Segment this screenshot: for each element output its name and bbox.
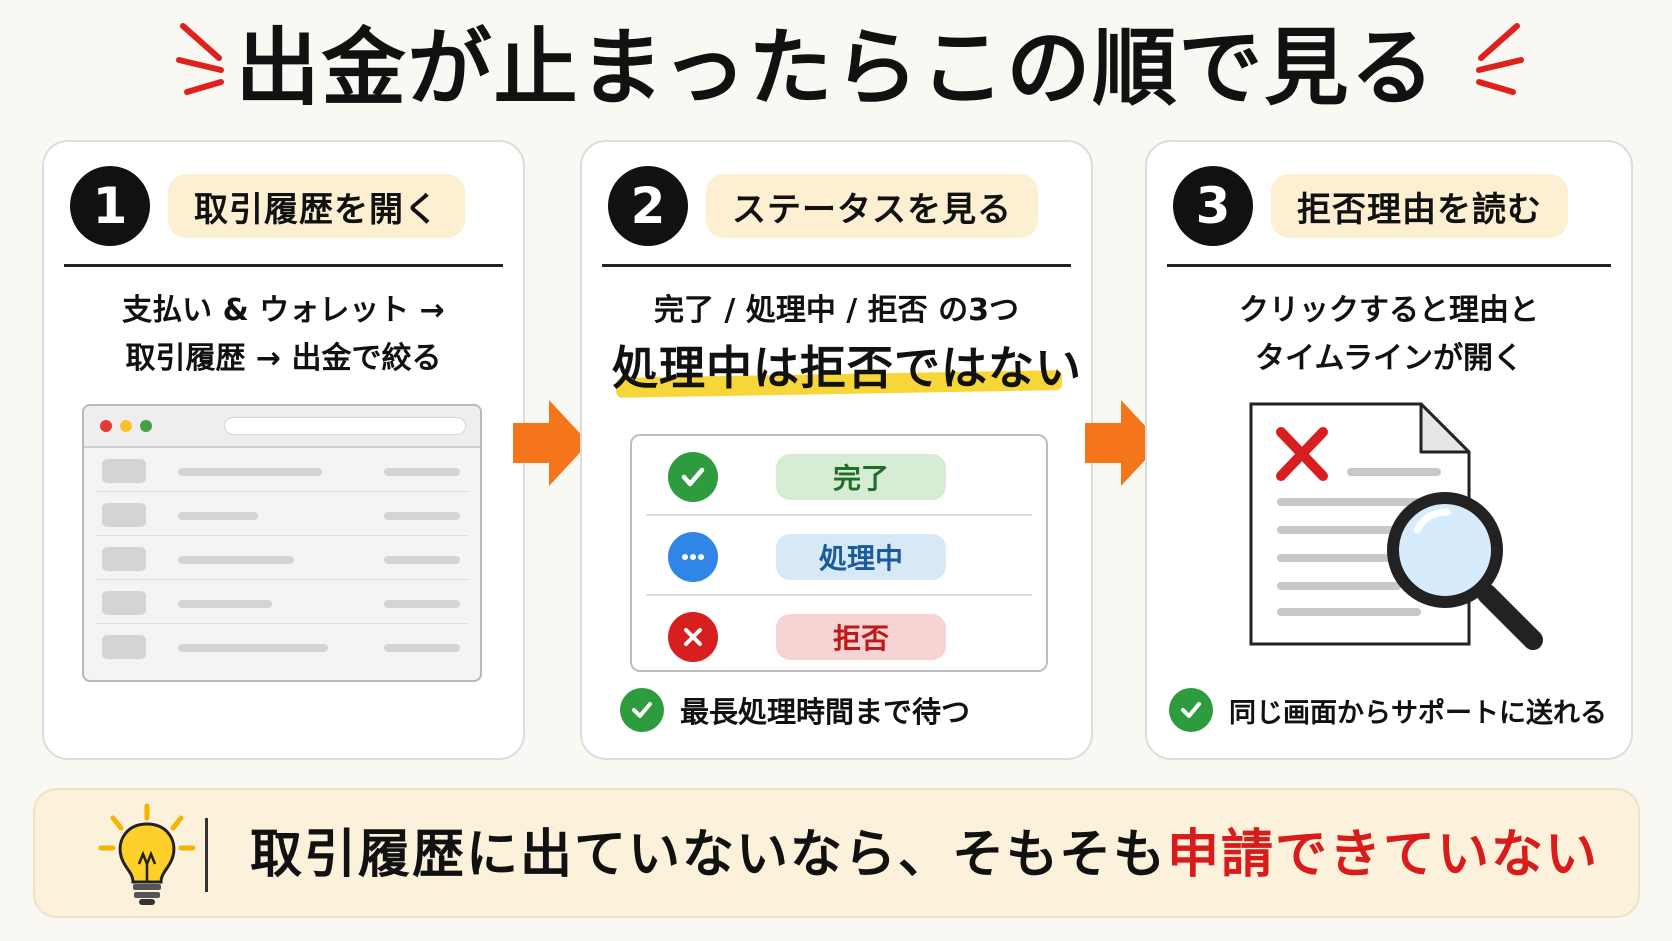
address-bar <box>224 417 466 435</box>
step-1-description: 支払い & ウォレット → 取引履歴 → 出金で絞る <box>44 287 523 383</box>
check-circle-icon <box>620 688 664 732</box>
step-2-card: 2 ステータスを見る 完了 / 処理中 / 拒否 の3つ 処理中は拒否ではない … <box>580 140 1093 760</box>
step-3-desc-line-1: クリックすると理由と <box>1239 293 1539 328</box>
step-2-description: 完了 / 処理中 / 拒否 の3つ <box>582 287 1091 335</box>
status-pill-complete: 完了 <box>776 454 946 500</box>
browser-title-bar <box>84 406 480 448</box>
check-circle-icon <box>1169 688 1213 732</box>
step-2-desc-line-1: 完了 / 処理中 / 拒否 の3つ <box>653 293 1019 328</box>
status-pill-processing: 処理中 <box>776 534 946 580</box>
step-1-desc-line-1: 支払い & ウォレット → <box>122 293 445 328</box>
list-item <box>96 624 468 667</box>
step-2-header: 2 ステータスを見る <box>608 164 1038 248</box>
step-3-description: クリックすると理由と タイムラインが開く <box>1147 287 1631 383</box>
step-2-note-text: 最長処理時間まで待つ <box>680 695 971 729</box>
step-3-title: 拒否理由を読む <box>1271 174 1568 238</box>
browser-window-illustration <box>82 404 482 682</box>
banner-emphasis: 申請できていない <box>1166 825 1599 885</box>
banner-message: 取引履歴に出ていないなら、そもそも申請できていない <box>250 818 1599 892</box>
step-3-divider <box>1167 264 1611 267</box>
status-pill-rejected: 拒否 <box>776 614 946 660</box>
page-title: 出金が止まったらこの順で見る <box>235 19 1437 117</box>
step-2-highlight-text: 処理中は拒否ではない <box>612 341 1082 395</box>
arrow-right-icon <box>1085 400 1161 486</box>
step-1-divider <box>64 264 503 267</box>
list-item <box>96 536 468 580</box>
step-3-header: 3 拒否理由を読む <box>1173 164 1568 248</box>
status-row-processing: 処理中 <box>646 516 1032 596</box>
step-1-title: 取引履歴を開く <box>168 174 465 238</box>
step-3-note-text: 同じ画面からサポートに送れる <box>1229 697 1607 729</box>
emphasis-burst-right-icon <box>1476 23 1524 95</box>
step-1-desc-line-2: 取引履歴 → 出金で絞る <box>125 341 442 376</box>
step-2-highlight: 処理中は拒否ではない <box>612 332 1082 404</box>
step-2-title: ステータスを見る <box>706 174 1038 238</box>
window-close-dot-icon <box>100 420 112 432</box>
list-item <box>96 448 468 492</box>
check-icon <box>668 452 718 502</box>
title-area: 出金が止まったらこの順で見る <box>0 18 1672 118</box>
step-3-note: 同じ画面からサポートに送れる <box>1169 688 1607 732</box>
more-dots-icon <box>668 532 718 582</box>
rejected-document-magnifier-icon <box>1249 402 1543 650</box>
status-row-rejected: 拒否 <box>646 596 1032 674</box>
x-icon <box>668 612 718 662</box>
step-2-divider <box>602 264 1071 267</box>
status-row-complete: 完了 <box>646 436 1032 516</box>
step-2-note: 最長処理時間まで待つ <box>620 688 970 732</box>
step-1-card: 1 取引履歴を開く 支払い & ウォレット → 取引履歴 → 出金で絞る <box>42 140 525 760</box>
banner-text: 取引履歴に出ていないなら、そもそも <box>250 825 1167 885</box>
step-2-number: 2 <box>608 166 688 246</box>
lightbulb-icon <box>98 803 196 905</box>
step-3-number: 3 <box>1173 166 1253 246</box>
step-1-number: 1 <box>70 166 150 246</box>
emphasis-burst-left-icon <box>176 23 224 95</box>
window-maximize-dot-icon <box>140 420 152 432</box>
tip-banner: 取引履歴に出ていないなら、そもそも申請できていない <box>33 788 1640 918</box>
status-list: 完了 処理中 拒否 <box>630 434 1048 672</box>
window-minimize-dot-icon <box>120 420 132 432</box>
step-1-header: 1 取引履歴を開く <box>70 164 465 248</box>
list-item <box>96 580 468 624</box>
banner-divider <box>205 818 208 892</box>
arrow-right-icon <box>513 400 589 486</box>
list-item <box>96 492 468 536</box>
step-3-desc-line-2: タイムラインが開く <box>1255 341 1523 376</box>
step-3-card: 3 拒否理由を読む クリックすると理由と タイムラインが開く 同じ画面からサポー… <box>1145 140 1633 760</box>
